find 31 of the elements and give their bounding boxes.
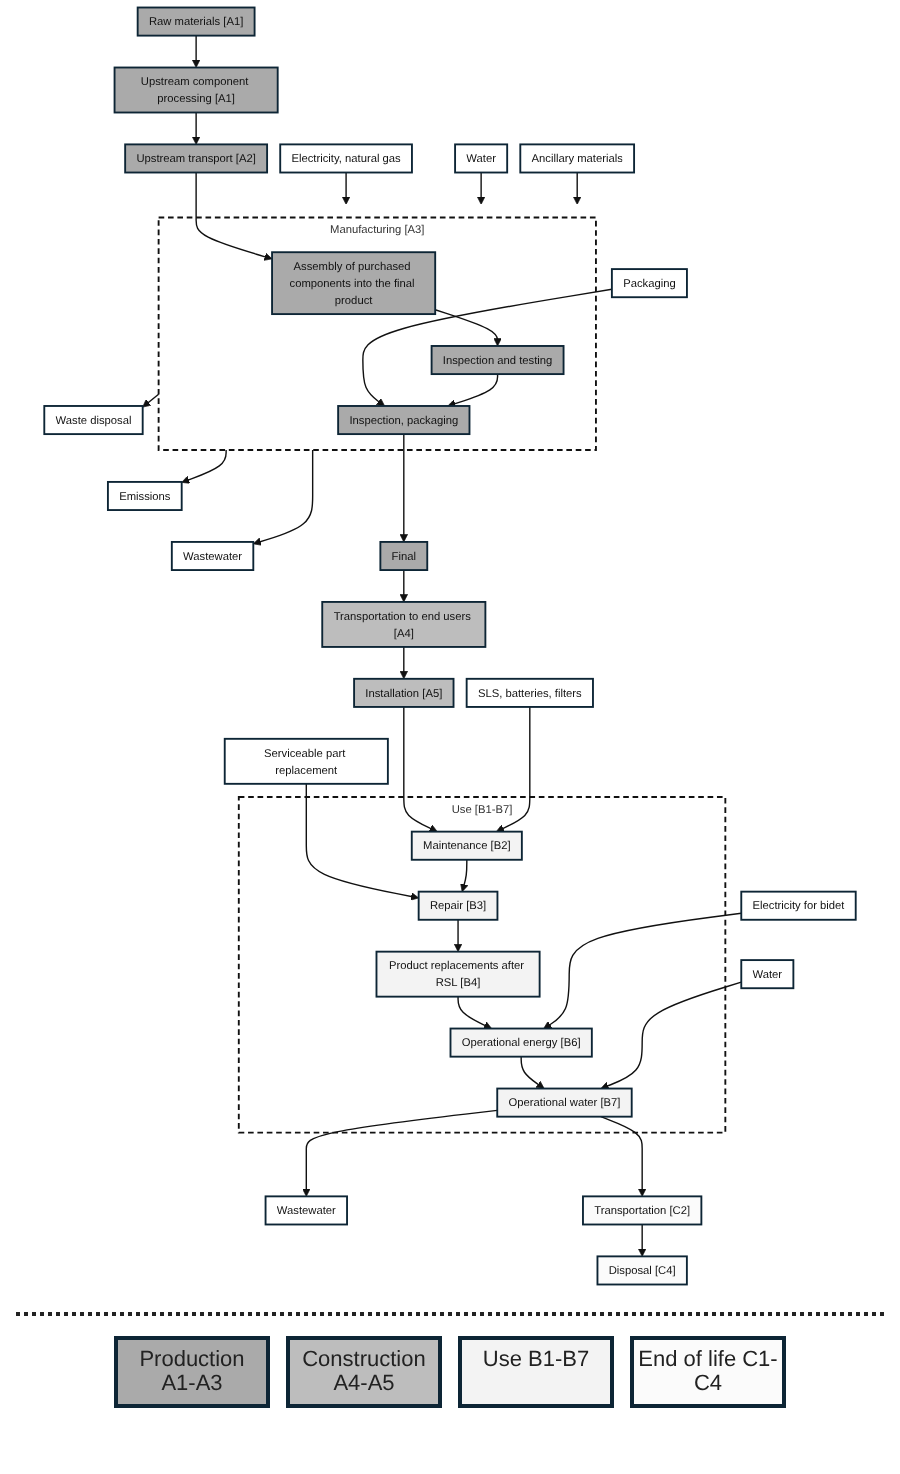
arrow bbox=[495, 706, 531, 833]
arrow bbox=[638, 1223, 647, 1257]
arrow bbox=[434, 309, 502, 347]
arrow bbox=[252, 449, 314, 546]
arrow bbox=[192, 111, 201, 145]
legend-item: End of life C1-C4 bbox=[630, 1336, 786, 1408]
arrow bbox=[453, 919, 463, 953]
arrow bbox=[341, 171, 351, 205]
arrow bbox=[192, 34, 201, 68]
arrow bbox=[399, 433, 408, 543]
arrow bbox=[460, 859, 469, 892]
arrow bbox=[600, 981, 742, 1090]
arrow bbox=[181, 449, 227, 484]
legend-item: Use B1-B7 bbox=[458, 1336, 614, 1408]
arrow bbox=[302, 1109, 498, 1197]
arrow bbox=[362, 288, 613, 407]
arrow bbox=[520, 1055, 545, 1089]
arrow bbox=[399, 569, 408, 603]
arrow bbox=[403, 706, 438, 833]
arrow bbox=[142, 393, 160, 408]
arrow bbox=[399, 646, 408, 680]
legend-item: Production A1-A3 bbox=[114, 1336, 270, 1408]
arrow bbox=[447, 373, 499, 408]
arrow bbox=[195, 171, 273, 261]
arrow bbox=[600, 1115, 647, 1197]
legend-item: Construction A4-A5 bbox=[286, 1336, 442, 1408]
arrow bbox=[477, 171, 486, 205]
arrow bbox=[543, 912, 742, 1029]
arrow bbox=[457, 995, 492, 1030]
arrow bbox=[573, 171, 582, 205]
arrow bbox=[305, 783, 420, 901]
